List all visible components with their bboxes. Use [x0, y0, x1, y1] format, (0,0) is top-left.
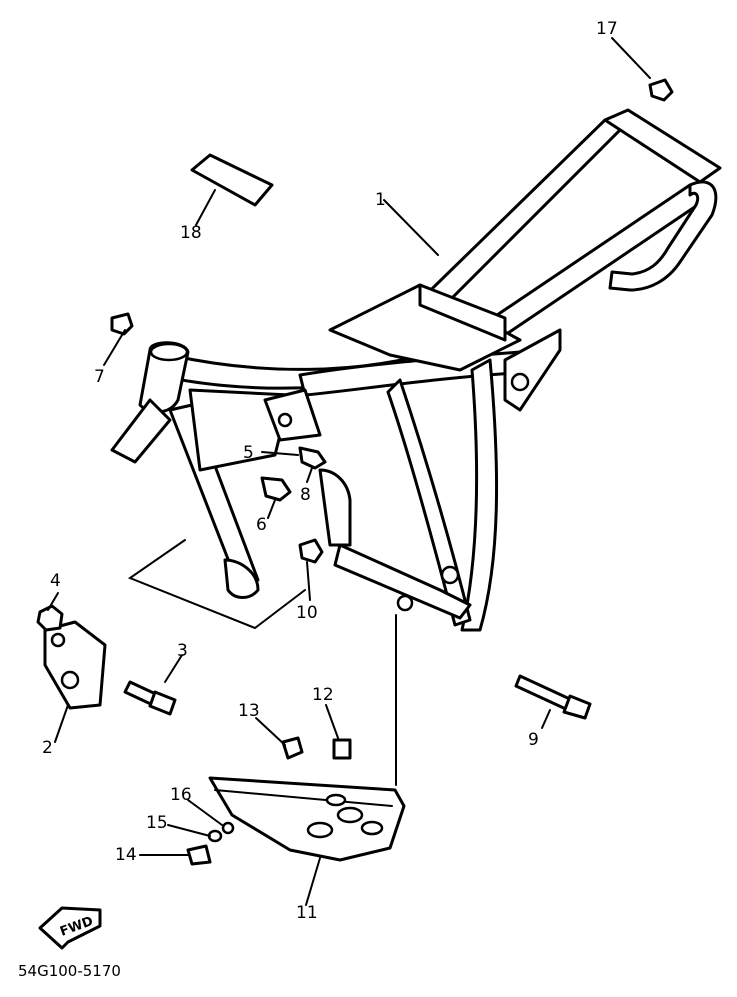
callout-11: 11 [296, 903, 318, 923]
grommet-13 [281, 736, 304, 760]
skid-plate [208, 776, 406, 862]
callout-10: 10 [296, 603, 318, 623]
callout-4: 4 [50, 571, 61, 591]
callout-18: 18 [180, 223, 202, 243]
leader-lines [47, 37, 651, 906]
bolt-14 [186, 844, 212, 866]
diagram-code: 54G100-5170 [18, 962, 121, 980]
pad-18 [190, 153, 274, 207]
nut-7 [110, 312, 134, 336]
fwd-arrow-icon: FWD [38, 906, 102, 950]
callout-1: 1 [375, 190, 386, 210]
callout-2: 2 [42, 738, 53, 758]
callout-14: 14 [115, 845, 137, 865]
washer-16 [221, 821, 235, 835]
cap-17 [648, 78, 674, 102]
callout-12: 12 [312, 685, 334, 705]
bolt-8 [298, 446, 327, 470]
callout-17: 17 [596, 19, 618, 39]
callout-13: 13 [238, 701, 260, 721]
callout-6: 6 [256, 515, 267, 535]
nut-10 [298, 538, 324, 564]
spacer-12 [332, 738, 352, 760]
callout-7: 7 [94, 367, 105, 387]
frame-main [110, 108, 722, 632]
engine-bracket [43, 620, 107, 710]
callout-5: 5 [243, 443, 254, 463]
bolt-3 [123, 680, 177, 716]
callout-16: 16 [170, 785, 192, 805]
nut-4 [36, 604, 64, 632]
callout-8: 8 [300, 485, 311, 505]
bolt-9 [514, 674, 592, 720]
callout-labels: 1 2 3 4 5 6 7 8 9 10 11 12 13 14 15 16 1… [42, 19, 618, 923]
callout-9: 9 [528, 730, 539, 750]
nut-6 [260, 476, 292, 502]
callout-15: 15 [146, 813, 168, 833]
callout-3: 3 [177, 641, 188, 661]
